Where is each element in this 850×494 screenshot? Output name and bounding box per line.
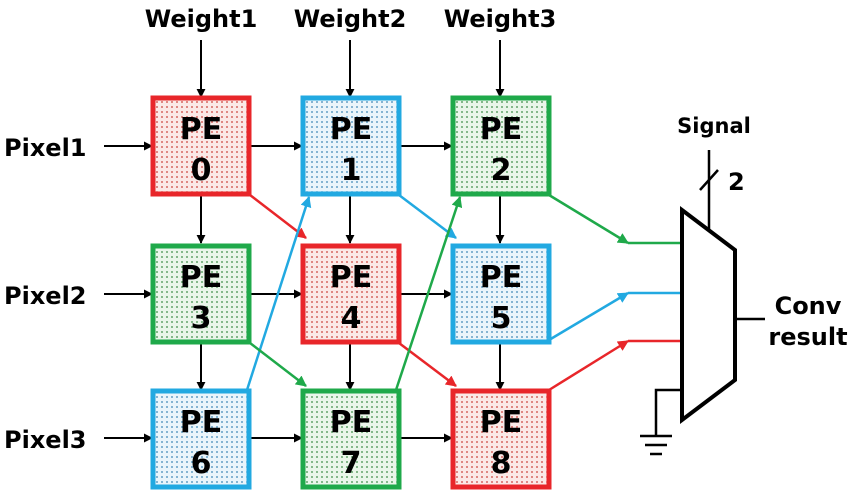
pe-2: PE 2 <box>450 95 552 197</box>
pe-label: PE <box>480 405 522 440</box>
pe-label: PE <box>180 112 222 147</box>
diagonal-arrows <box>245 194 463 391</box>
weight-label-1: Weight1 <box>145 5 258 33</box>
pe-box <box>150 243 252 345</box>
pe-index: 0 <box>191 153 212 188</box>
pe-box <box>300 388 402 490</box>
pe-box <box>450 388 552 490</box>
pixel-label-1: Pixel1 <box>4 134 87 162</box>
pe-index: 2 <box>491 153 512 188</box>
pe-index: 7 <box>341 446 362 481</box>
pe-box <box>450 95 552 197</box>
pe-5: PE 5 <box>450 243 552 345</box>
arrow-green-2-mux <box>548 193 629 245</box>
pe-box <box>450 243 552 345</box>
mux-signal-label: Signal <box>677 114 751 138</box>
multiplexer: Signal 2 Conv result <box>640 114 848 456</box>
arrow-blue-5-mux <box>548 291 629 342</box>
pixel-label-3: Pixel3 <box>4 426 87 454</box>
pe-0: PE 0 <box>150 95 252 197</box>
pe-box <box>300 243 402 345</box>
pe-1: PE 1 <box>300 95 402 197</box>
pe-label: PE <box>330 112 372 147</box>
mux-body <box>680 205 737 425</box>
pe-index: 1 <box>341 153 362 188</box>
mux-inputs <box>548 193 682 392</box>
arrow-green-3-7 <box>249 342 307 387</box>
pe-index: 4 <box>341 301 362 336</box>
arrow-blue-1-5 <box>398 194 457 239</box>
pe-label: PE <box>180 405 222 440</box>
pe-6: PE 6 <box>150 388 252 490</box>
pe-box <box>150 95 252 197</box>
arrow-red-4-8 <box>398 342 457 387</box>
arrow-red-0-4 <box>249 194 307 239</box>
mux-bus-slash <box>699 169 719 191</box>
arrow-red-8-mux <box>548 339 629 392</box>
pixel-label-2: Pixel2 <box>4 282 87 310</box>
mux-bus-width: 2 <box>728 168 745 196</box>
ground-icon <box>640 434 672 456</box>
pe-label: PE <box>330 260 372 295</box>
mux-output-label-line2: result <box>768 323 847 351</box>
weight-label-3: Weight3 <box>444 5 557 33</box>
pe-box <box>150 388 252 490</box>
mux-output-label-line1: Conv <box>775 292 842 320</box>
arrow-green-7-2 <box>394 195 463 391</box>
pe-box <box>300 95 402 197</box>
pe-index: 5 <box>491 301 512 336</box>
weight-label-2: Weight2 <box>294 5 407 33</box>
pe-index: 8 <box>491 446 512 481</box>
pe-label: PE <box>480 260 522 295</box>
pe-3: PE 3 <box>150 243 252 345</box>
pe-label: PE <box>480 112 522 147</box>
pe-index: 6 <box>191 446 212 481</box>
mux-ground-wire <box>654 388 682 436</box>
arrow-blue-6-1 <box>245 195 312 391</box>
pe-8: PE 8 <box>450 388 552 490</box>
pe-label: PE <box>330 405 372 440</box>
pe-index: 3 <box>191 301 212 336</box>
pe-label: PE <box>180 260 222 295</box>
pe-7: PE 7 <box>300 388 402 490</box>
pe-4: PE 4 <box>300 243 402 345</box>
black-arrows <box>104 40 505 443</box>
